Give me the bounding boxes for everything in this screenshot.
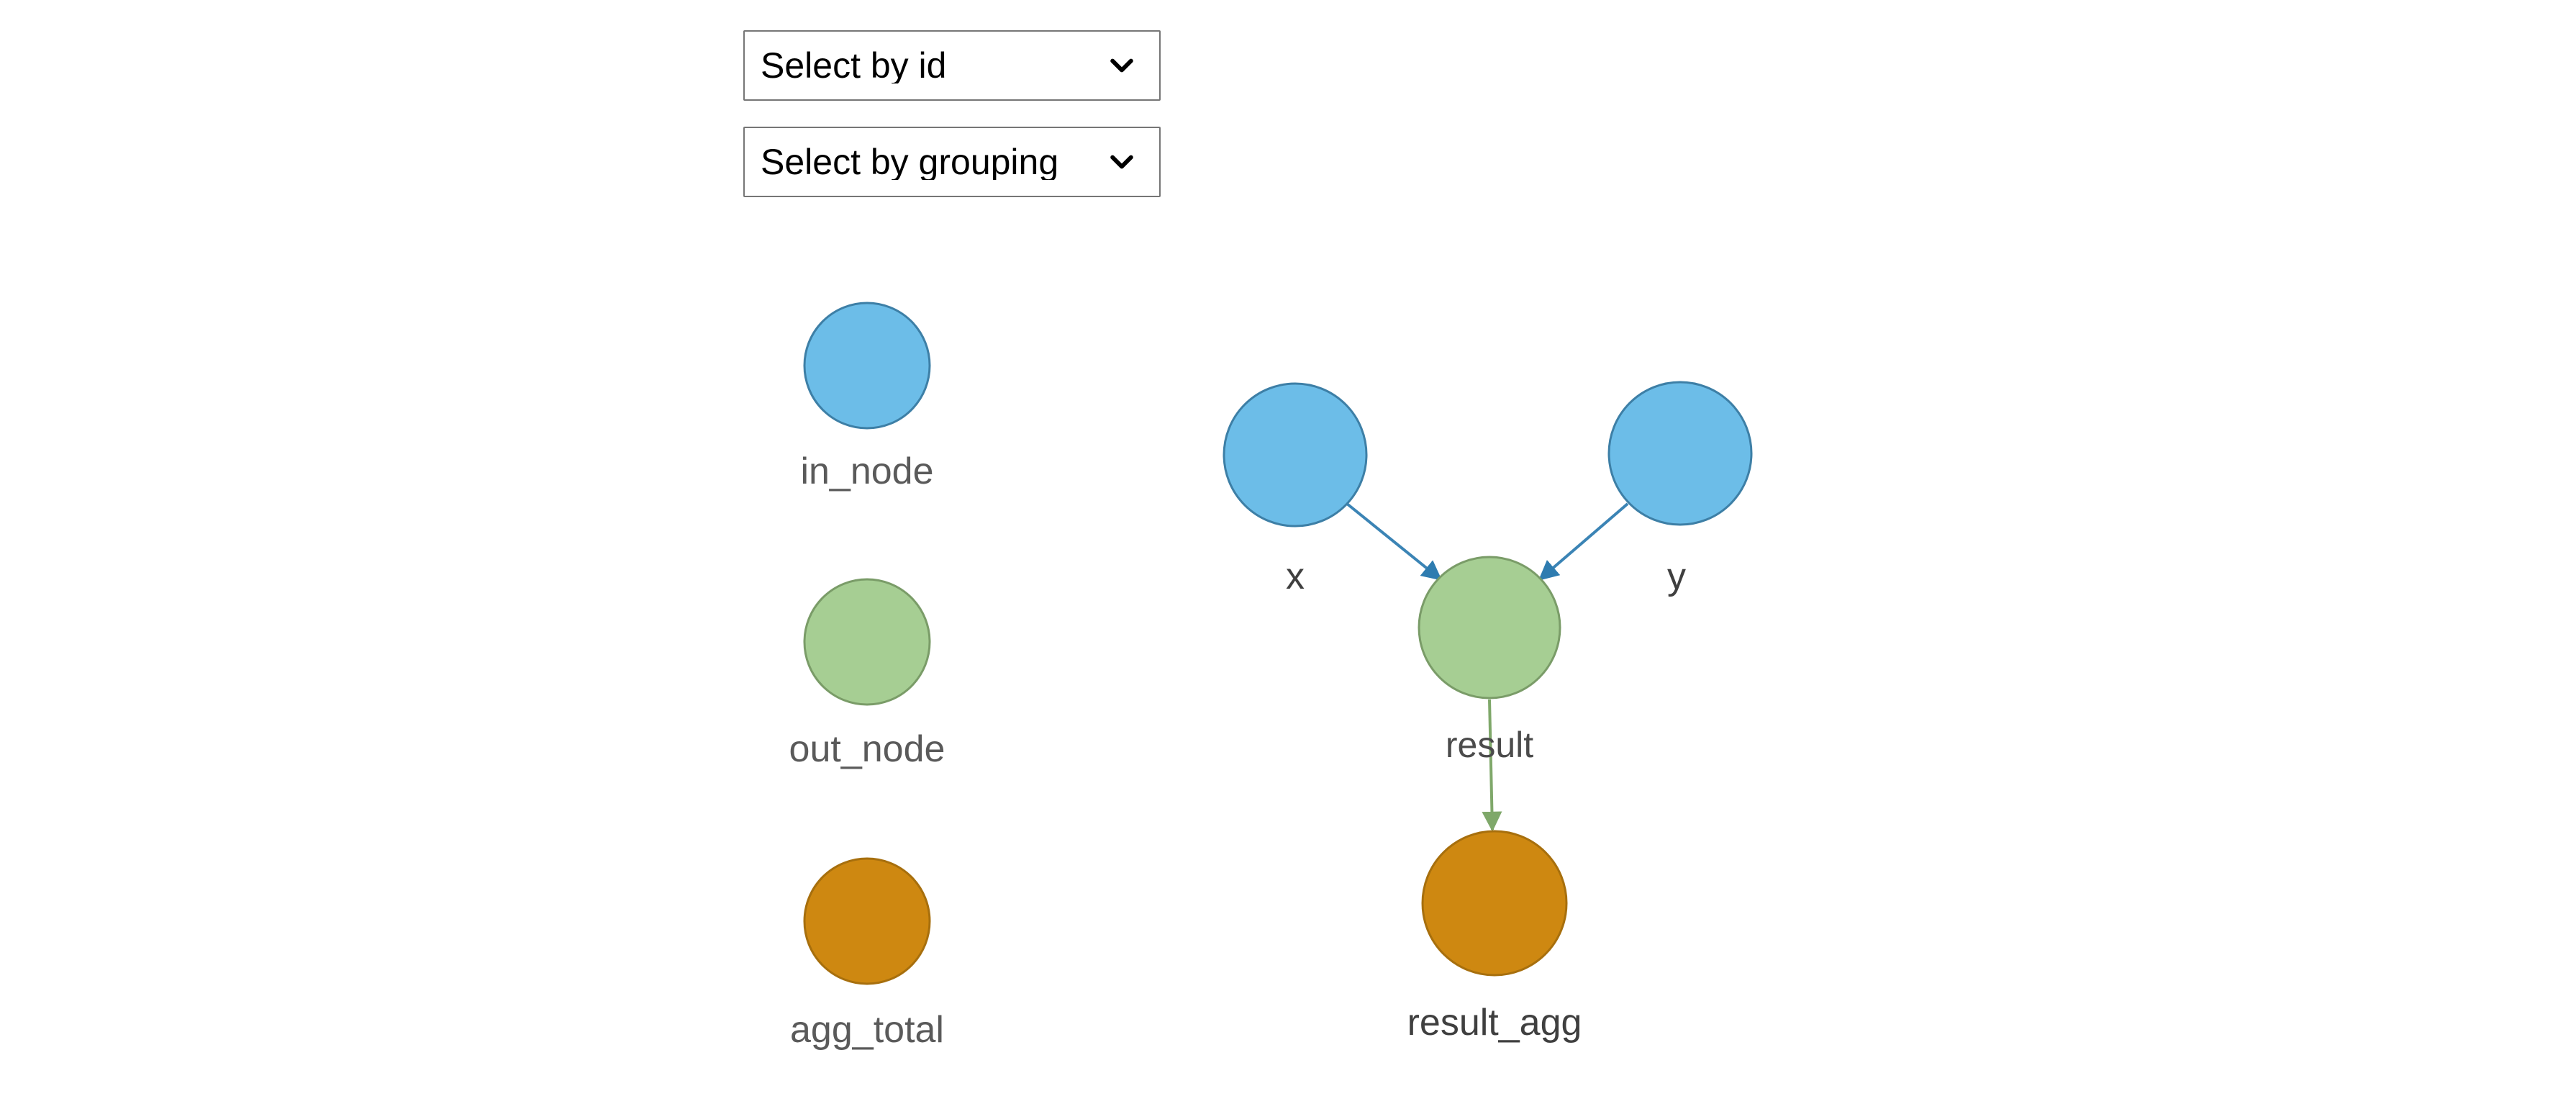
legend-label-in-node: in_node [800, 451, 933, 492]
legend-swatch-out-node[interactable] [803, 578, 931, 706]
legend-item-agg-total[interactable]: agg_total [790, 857, 944, 1051]
node-label-x: x [1286, 556, 1305, 597]
graph-nodes: x y result_agg [1223, 381, 1753, 1044]
graph-node-x[interactable]: x [1223, 382, 1368, 597]
legend-swatch-agg-total[interactable] [803, 857, 931, 985]
select-by-grouping-wrapper: Select by grouping [743, 127, 1161, 197]
node-circle-result[interactable] [1418, 556, 1561, 700]
legend-label-out-node: out_node [789, 728, 945, 770]
legend-swatch-in-node[interactable] [803, 302, 931, 430]
node-label-result-agg: result_agg [1407, 1002, 1582, 1044]
filter-controls: Select by id Select by grouping [743, 30, 1162, 223]
edge-x-result[interactable] [1346, 502, 1443, 581]
edge-label-result: result [1446, 725, 1533, 765]
legend-item-in-node[interactable]: in_node [800, 302, 934, 492]
node-label-y: y [1667, 556, 1686, 597]
legend: in_node out_node agg_total [789, 302, 945, 1051]
graph-edges: result [1346, 502, 1629, 832]
legend-label-agg-total: agg_total [790, 1009, 944, 1051]
node-circle-y[interactable] [1607, 381, 1753, 526]
graph-node-y[interactable]: y [1607, 381, 1753, 597]
legend-item-out-node[interactable]: out_node [789, 578, 945, 770]
edge-y-result[interactable] [1538, 502, 1629, 581]
graph-node-result-agg[interactable]: result_agg [1407, 830, 1582, 1044]
graph-node-result[interactable] [1418, 556, 1561, 700]
node-circle-x[interactable] [1223, 382, 1368, 528]
edge-result-result-agg[interactable] [1482, 699, 1502, 832]
node-circle-result-agg[interactable] [1421, 830, 1568, 977]
select-by-grouping[interactable]: Select by grouping [743, 127, 1161, 197]
